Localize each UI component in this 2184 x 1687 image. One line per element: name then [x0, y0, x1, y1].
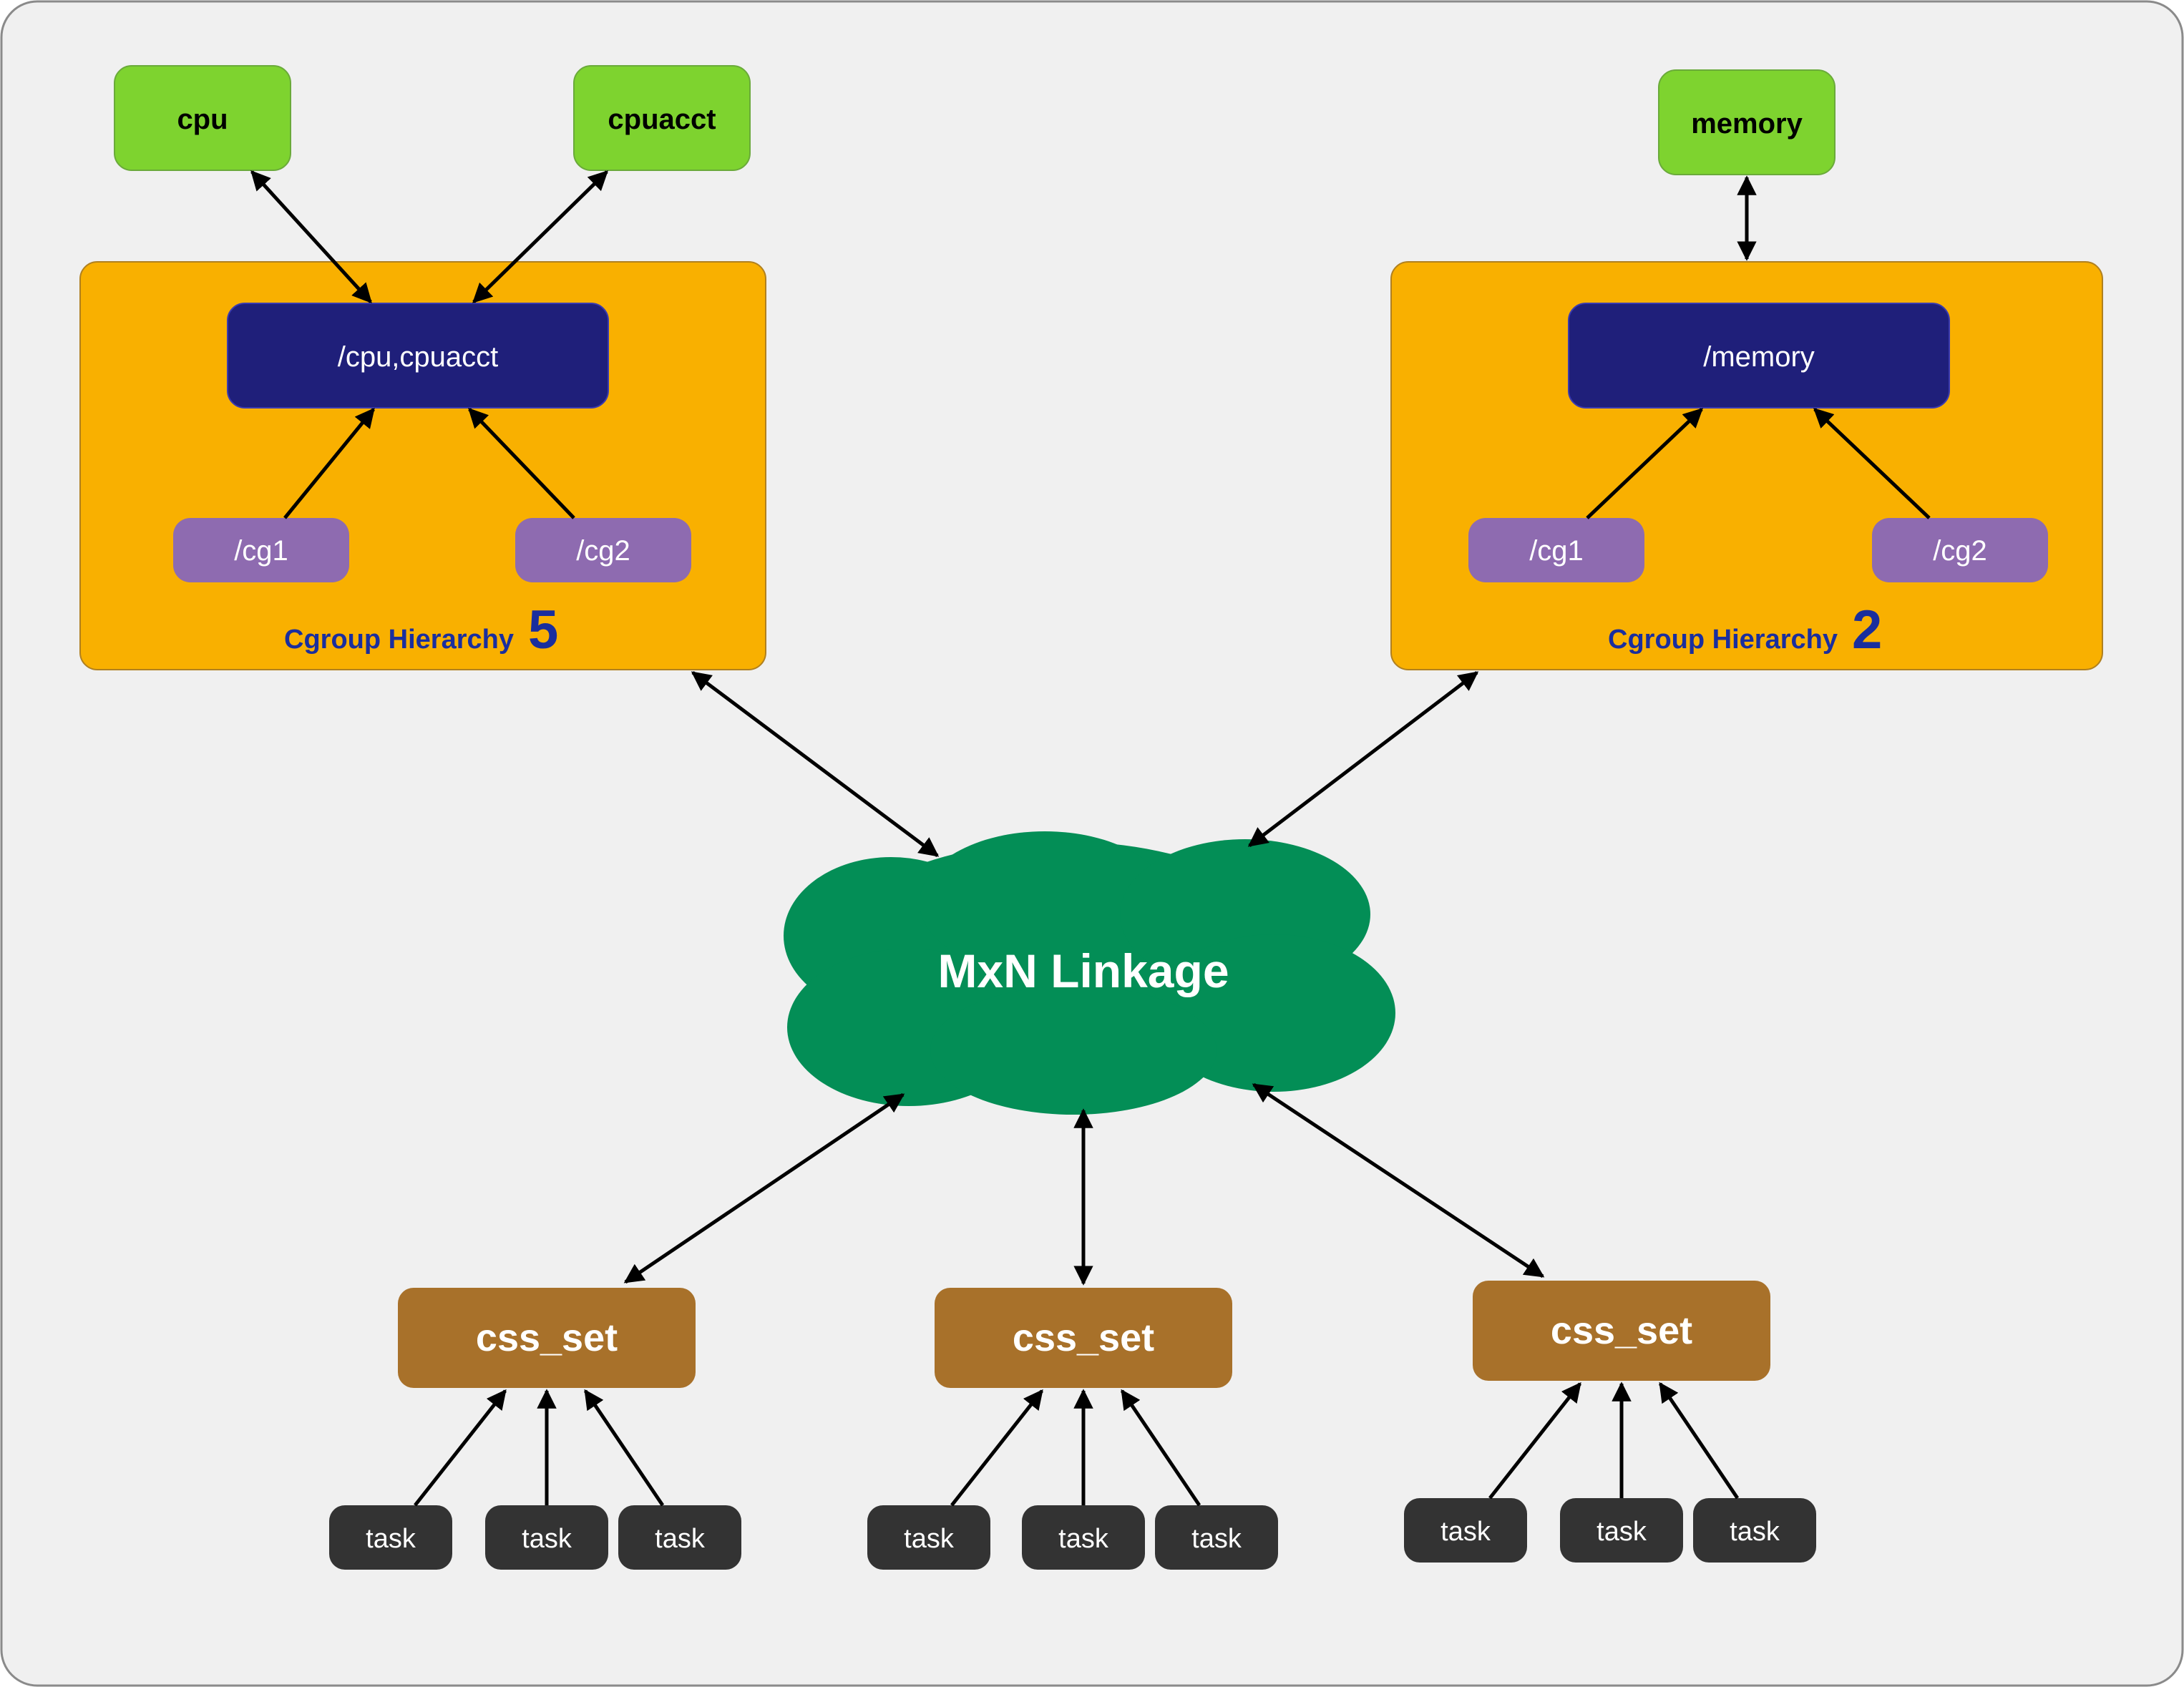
hierarchy-left-cg1-label: /cg1 [234, 535, 288, 567]
subsystem-cpu: cpu [114, 65, 291, 171]
hierarchy-left-caption: Cgroup Hierarchy [284, 625, 514, 655]
arrow-task-1-3 [583, 1389, 665, 1507]
hierarchy-right-cg1 [1468, 518, 1644, 582]
css-set-1: css_set [398, 1288, 696, 1388]
arrow-task-2-1 [950, 1389, 1043, 1507]
task-3-1-label: task [1440, 1517, 1491, 1547]
arrow-cloud-css-set-1 [623, 1092, 905, 1284]
arrow-right-hierarchy-cloud [1247, 671, 1479, 847]
arrow-cpuacct-root [472, 170, 608, 303]
hierarchy-right-root [1568, 303, 1950, 409]
hierarchy-right-root-label: /memory [1703, 341, 1815, 373]
task-2-1-label: task [904, 1524, 955, 1554]
hierarchy-left-root-label: /cpu,cpuacct [338, 341, 499, 373]
task-1-2-label: task [522, 1524, 572, 1554]
task-group-3: task task task [1404, 1498, 1816, 1563]
task-3-3-label: task [1730, 1517, 1780, 1547]
css-set-2: css_set [935, 1288, 1232, 1388]
arrow-right-cg2-root [1813, 408, 1931, 519]
arrow-task-1-1 [414, 1389, 507, 1507]
mxn-linkage-cloud: MxN Linkage [784, 831, 1395, 1115]
css-set-3-label: css_set [1551, 1309, 1692, 1352]
task-2-3-label: task [1191, 1524, 1242, 1554]
task-3-2-label: task [1596, 1517, 1647, 1547]
hierarchy-right-cg2-label: /cg2 [1933, 535, 1987, 567]
arrow-left-hierarchy-cloud [691, 670, 940, 858]
hierarchy-right-cg1-label: /cg1 [1529, 535, 1584, 567]
subsystem-memory: memory [1658, 69, 1836, 175]
task-1-3-label: task [655, 1524, 706, 1554]
hierarchy-left-cg2-label: /cg2 [576, 535, 630, 567]
arrow-cloud-css-set-3 [1252, 1082, 1545, 1278]
hierarchy-right-caption: Cgroup Hierarchy [1608, 625, 1838, 655]
subsystem-cpu-label: cpu [177, 104, 228, 135]
connector-arrows [250, 170, 1931, 1507]
css-set-3: css_set [1473, 1281, 1770, 1381]
hierarchy-left: /cpu,cpuacct /cg1 /cg2 Cgroup Hierarchy … [79, 261, 766, 670]
hierarchy-left-cg1 [173, 518, 349, 582]
arrow-task-2-3 [1120, 1389, 1201, 1507]
mxn-linkage-label: MxN Linkage [937, 944, 1229, 997]
task-group-2: task task task [867, 1505, 1278, 1570]
task-2-2-label: task [1058, 1524, 1109, 1554]
hierarchy-right-cg2 [1872, 518, 2048, 582]
hierarchy-left-root [227, 303, 609, 409]
hierarchy-left-cg2 [515, 518, 691, 582]
task-group-1: task task task [329, 1505, 741, 1570]
arrow-cpu-root [250, 170, 372, 304]
subsystem-cpuacct: cpuacct [573, 65, 751, 171]
css-set-1-label: css_set [476, 1316, 618, 1359]
hierarchy-right: /memory /cg1 /cg2 Cgroup Hierarchy 2 [1390, 261, 2103, 670]
hierarchy-right-id: 2 [1852, 600, 1882, 660]
subsystem-memory-label: memory [1691, 108, 1803, 140]
arrow-task-3-3 [1658, 1382, 1740, 1500]
arrow-task-3-1 [1488, 1382, 1581, 1500]
css-set-2-label: css_set [1013, 1316, 1154, 1359]
subsystem-cpuacct-label: cpuacct [608, 104, 716, 135]
arrow-right-cg1-root [1586, 408, 1703, 519]
hierarchy-left-id: 5 [528, 600, 558, 660]
task-1-1-label: task [366, 1524, 416, 1554]
arrow-left-cg2-root [468, 408, 575, 519]
arrow-left-cg1-root [283, 407, 375, 519]
